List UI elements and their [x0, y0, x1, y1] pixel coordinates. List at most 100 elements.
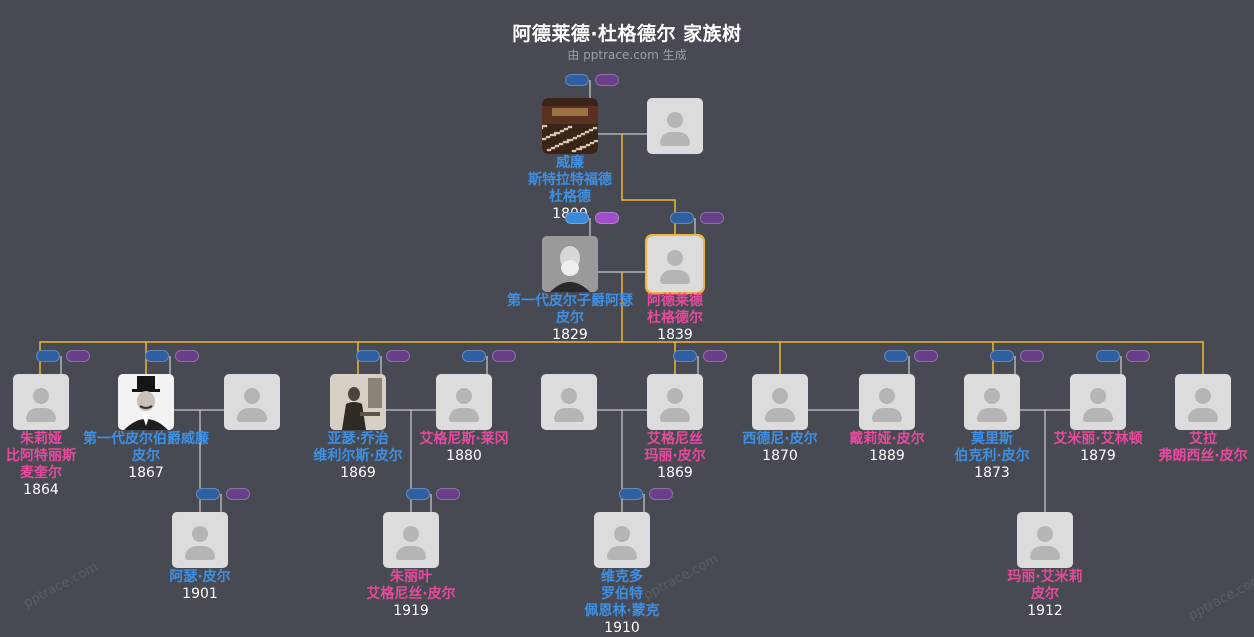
person-name-line: 皮尔: [556, 310, 584, 326]
person-avatar-placeholder[interactable]: [1070, 374, 1126, 430]
avatar-body-icon: [1188, 408, 1218, 422]
person-photo[interactable]: [542, 98, 598, 154]
person-avatar-placeholder[interactable]: [964, 374, 1020, 430]
birth-year: 1879: [1080, 448, 1116, 464]
person-name-line: 艾米丽·艾林顿: [1053, 431, 1143, 447]
page-subtitle: 由 pptrace.com 生成: [567, 48, 687, 62]
person-name-line: 第一代皮尔伯爵威廉: [83, 431, 209, 447]
avatar-body-icon: [660, 270, 690, 284]
birth-year: 1869: [340, 465, 376, 481]
expand-father-toggle[interactable]: [884, 350, 908, 362]
person-photo[interactable]: [118, 374, 174, 430]
person-avatar-placeholder[interactable]: [1017, 512, 1073, 568]
avatar-head-icon: [1195, 388, 1211, 404]
person-avatar-placeholder[interactable]: [13, 374, 69, 430]
person-avatar-placeholder[interactable]: [647, 374, 703, 430]
birth-year: 1873: [974, 465, 1010, 481]
expand-father-toggle[interactable]: [670, 212, 694, 224]
person-name-line: 朱丽叶: [390, 569, 432, 585]
expand-father-toggle[interactable]: [565, 74, 589, 86]
person-avatar-placeholder[interactable]: [859, 374, 915, 430]
person-name-line: 维利尔斯·皮尔: [313, 448, 403, 464]
expand-mother-toggle[interactable]: [492, 350, 516, 362]
person-name-label[interactable]: 艾拉弗朗西丝·皮尔: [1118, 431, 1254, 465]
avatar-head-icon: [1037, 526, 1053, 542]
expand-father-toggle[interactable]: [990, 350, 1014, 362]
avatar-head-icon: [984, 388, 1000, 404]
person-photo[interactable]: [330, 374, 386, 430]
avatar-body-icon: [185, 546, 215, 560]
expand-mother-toggle[interactable]: [700, 212, 724, 224]
person-avatar-placeholder[interactable]: [594, 512, 650, 568]
person-avatar-placeholder[interactable]: [647, 98, 703, 154]
expand-mother-toggle[interactable]: [226, 488, 250, 500]
person-avatar-placeholder[interactable]: [541, 374, 597, 430]
person-avatar-placeholder[interactable]: [645, 234, 705, 294]
expand-father-toggle[interactable]: [406, 488, 430, 500]
person-name-line: 佩恩林·蒙克: [584, 603, 660, 619]
person-name-line: 威廉: [556, 155, 584, 171]
person-name-line: 艾格尼丝·皮尔: [366, 586, 456, 602]
birth-year: 1867: [128, 465, 164, 481]
avatar-body-icon: [660, 408, 690, 422]
expand-father-toggle[interactable]: [356, 350, 380, 362]
person-avatar-placeholder[interactable]: [752, 374, 808, 430]
expand-father-toggle[interactable]: [565, 212, 589, 224]
expand-father-toggle[interactable]: [145, 350, 169, 362]
avatar-head-icon: [33, 388, 49, 404]
person-name-line: 艾格尼丝: [647, 431, 703, 447]
expand-mother-toggle[interactable]: [66, 350, 90, 362]
expand-father-toggle[interactable]: [1096, 350, 1120, 362]
birth-year: 1889: [869, 448, 905, 464]
expand-mother-toggle[interactable]: [703, 350, 727, 362]
avatar-head-icon: [192, 526, 208, 542]
birth-year: 1870: [762, 448, 798, 464]
expand-father-toggle[interactable]: [673, 350, 697, 362]
person-photo[interactable]: [542, 236, 598, 292]
expand-father-toggle[interactable]: [36, 350, 60, 362]
avatar-head-icon: [456, 388, 472, 404]
expand-father-toggle[interactable]: [619, 488, 643, 500]
avatar-body-icon: [554, 408, 584, 422]
expand-mother-toggle[interactable]: [595, 212, 619, 224]
person-name-line: 伯克利·皮尔: [954, 448, 1030, 464]
birth-year: 1839: [657, 327, 693, 343]
person-avatar-placeholder[interactable]: [224, 374, 280, 430]
expand-mother-toggle[interactable]: [436, 488, 460, 500]
person-avatar-placeholder[interactable]: [436, 374, 492, 430]
person-avatar-placeholder[interactable]: [1175, 374, 1231, 430]
expand-father-toggle[interactable]: [196, 488, 220, 500]
expand-mother-toggle[interactable]: [649, 488, 673, 500]
avatar-body-icon: [396, 546, 426, 560]
expand-mother-toggle[interactable]: [386, 350, 410, 362]
expand-mother-toggle[interactable]: [595, 74, 619, 86]
expand-mother-toggle[interactable]: [1126, 350, 1150, 362]
expand-mother-toggle[interactable]: [914, 350, 938, 362]
expand-mother-toggle[interactable]: [1020, 350, 1044, 362]
person-name-line: 维克多: [601, 569, 643, 585]
avatar-body-icon: [1083, 408, 1113, 422]
expand-father-toggle[interactable]: [462, 350, 486, 362]
person-name-line: 第一代皮尔子爵阿瑟: [507, 293, 633, 309]
person-name-line: 玛丽·艾米莉: [1007, 569, 1083, 585]
person-name-line: 斯特拉特福德: [528, 172, 612, 188]
expand-mother-toggle[interactable]: [175, 350, 199, 362]
person-avatar-placeholder[interactable]: [383, 512, 439, 568]
person-avatar-placeholder[interactable]: [172, 512, 228, 568]
page-title: 阿德莱德·杜格德尔 家族树: [512, 23, 742, 45]
